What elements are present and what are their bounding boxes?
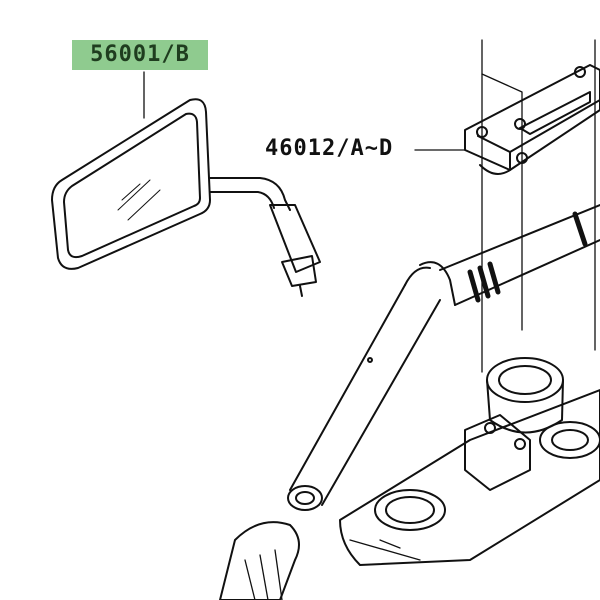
part-label-56001-b[interactable]: 56001/B — [72, 40, 208, 70]
leader-lines — [143, 39, 596, 373]
triple-clamp — [339, 357, 600, 566]
handlebar — [287, 204, 600, 511]
switch-housing — [219, 521, 300, 600]
mirror — [51, 98, 321, 297]
handlebar-holder — [464, 64, 600, 175]
part-label-46012-a-d[interactable]: 46012/A~D — [265, 136, 394, 161]
